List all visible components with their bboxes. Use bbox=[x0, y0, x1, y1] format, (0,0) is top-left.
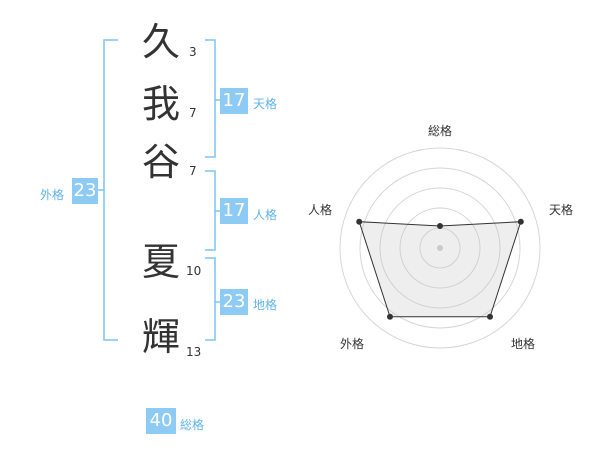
radar-axis-label-1: 総格 bbox=[428, 124, 453, 138]
radar-point-3 bbox=[487, 313, 493, 320]
soukaku-label: 総格 bbox=[180, 418, 205, 432]
radar-ring bbox=[399, 207, 481, 289]
radar-point-1 bbox=[437, 223, 443, 229]
radar-point-4 bbox=[387, 313, 393, 320]
name-char-5: 輝 bbox=[142, 315, 181, 359]
radar-axis-label-5: 人格 bbox=[308, 203, 333, 217]
radar-grid bbox=[339, 147, 541, 349]
gaikaku-label: 外格 bbox=[40, 188, 65, 202]
radar-ring bbox=[379, 187, 501, 309]
chikaku-label: 地格 bbox=[253, 298, 278, 312]
radar-axis-label-4: 外格 bbox=[340, 337, 365, 351]
chikaku-badge: 23 bbox=[220, 289, 248, 315]
radar-center bbox=[437, 245, 443, 251]
radar-ring bbox=[339, 147, 541, 349]
radar-point-5 bbox=[356, 218, 363, 225]
stroke-count-3: 7 bbox=[189, 164, 197, 178]
tenkaku-bracket bbox=[205, 39, 216, 158]
chikaku-bracket bbox=[205, 257, 216, 341]
gaikaku-badge: 23 bbox=[72, 178, 98, 204]
radar-point-2 bbox=[517, 218, 524, 225]
soukaku-badge: 40 bbox=[146, 408, 176, 434]
radar-ring bbox=[359, 167, 521, 329]
jinkaku-badge: 17 bbox=[220, 198, 248, 224]
stroke-count-2: 7 bbox=[189, 106, 197, 120]
name-char-3: 谷 bbox=[142, 140, 181, 184]
stroke-count-5: 13 bbox=[186, 345, 202, 359]
name-char-4: 夏 bbox=[142, 240, 181, 284]
jinkaku-label: 人格 bbox=[253, 208, 278, 222]
stroke-count-1: 3 bbox=[189, 45, 197, 59]
name-char-1: 久 bbox=[142, 20, 181, 64]
name-char-2: 我 bbox=[142, 82, 181, 126]
radar-polygon bbox=[358, 221, 522, 318]
radar-shape bbox=[356, 218, 524, 320]
tenkaku-label: 天格 bbox=[253, 97, 278, 111]
radar-axis-label-2: 天格 bbox=[549, 203, 574, 217]
tenkaku-badge: 17 bbox=[220, 88, 248, 114]
radar-axis-label-3: 地格 bbox=[511, 337, 536, 351]
stroke-count-4: 10 bbox=[186, 264, 202, 278]
